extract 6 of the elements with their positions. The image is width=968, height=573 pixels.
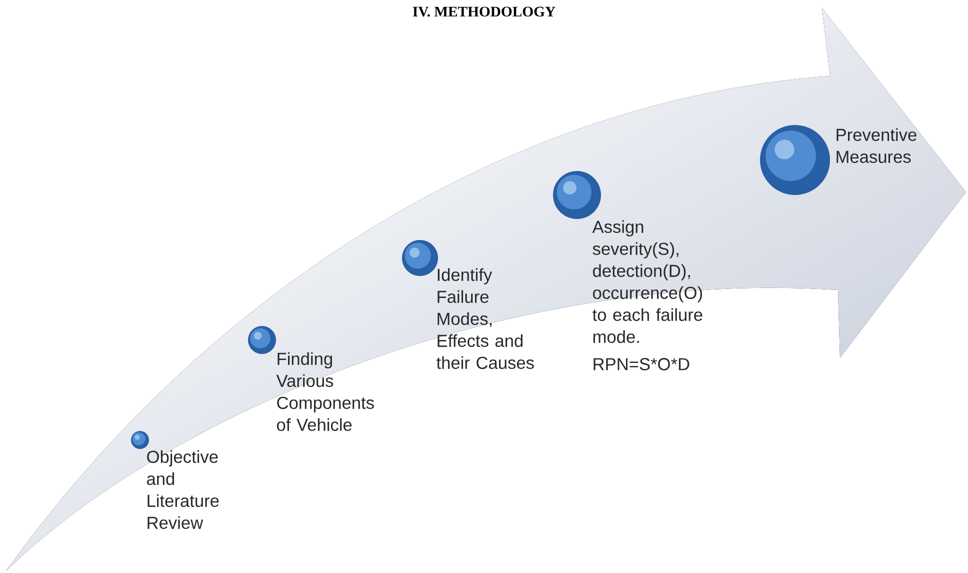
step-label: Objective and Literature Review (147, 450, 219, 529)
step-label: Preventive Measures (836, 128, 916, 163)
title: IV. METHODOLOGY (412, 6, 556, 17)
step-label: Finding Various Components of Vehicle (276, 352, 374, 431)
step-label: Identify Failure Modes, Effects and their Causes (436, 268, 534, 369)
step-label: Assign severity(S), detection(D), occurrence(O) to each failure mode. RPN=S*O*D (592, 220, 702, 370)
